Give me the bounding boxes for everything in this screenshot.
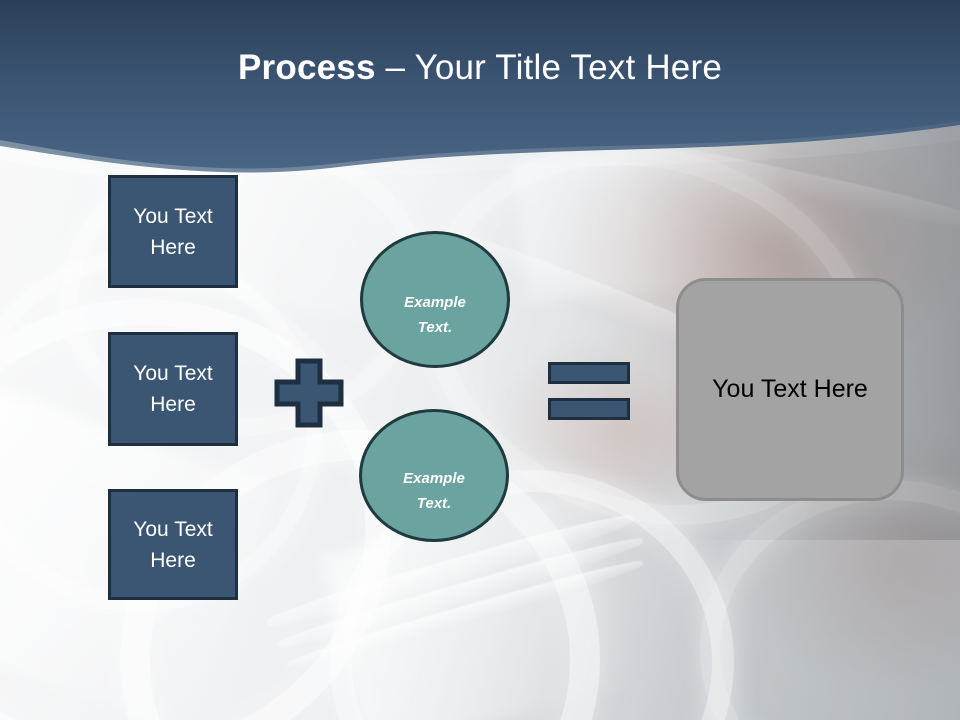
middle-circle-1-line2: Text. xyxy=(417,318,453,336)
page-title-rest: – Your Title Text Here xyxy=(375,48,722,87)
page-title-lead: Process xyxy=(238,48,376,87)
input-box-2[interactable]: You Text Here xyxy=(108,332,238,446)
middle-circle-2-line1: Example xyxy=(403,469,465,487)
result-box-label: You Text Here xyxy=(712,375,868,403)
result-box[interactable]: You Text Here xyxy=(676,278,904,501)
middle-circle-1[interactable]: Example Text. xyxy=(360,231,510,368)
input-box-3-label: You Text Here xyxy=(133,517,213,572)
equals-bar-bottom xyxy=(548,398,630,420)
input-box-3[interactable]: You Text Here xyxy=(108,489,238,600)
input-box-2-label: You Text Here xyxy=(133,362,213,416)
header-band xyxy=(0,0,960,175)
middle-circle-2[interactable]: Example Text. xyxy=(359,409,509,542)
equals-sign-icon xyxy=(548,362,630,420)
middle-circle-2-line2: Text. xyxy=(416,494,452,512)
plus-sign-icon xyxy=(274,358,344,428)
input-box-1[interactable]: You Text Here xyxy=(108,175,238,288)
page-title: Process – Your Title Text Here xyxy=(0,46,960,90)
middle-circle-1-line1: Example xyxy=(404,293,466,311)
equals-bar-top xyxy=(548,362,630,384)
input-box-1-label: You Text Here xyxy=(133,204,213,259)
